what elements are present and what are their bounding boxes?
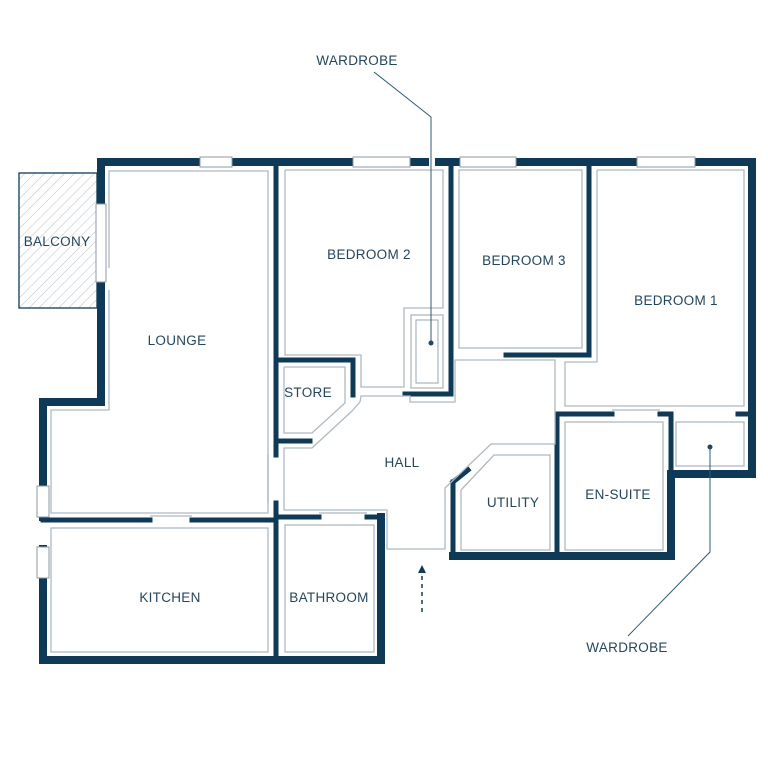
store-label: STORE — [284, 385, 332, 400]
lounge-label: LOUNGE — [148, 333, 207, 348]
ensuite-label: EN-SUITE — [585, 487, 650, 502]
hall-label: HALL — [385, 455, 420, 470]
bedroom3-label: BEDROOM 3 — [482, 253, 566, 268]
room-outlines — [50, 169, 745, 653]
wardrobe-top-label: WARDROBE — [316, 53, 397, 68]
door-jambs — [150, 409, 660, 517]
wardrobe-leader-bottom — [627, 444, 713, 637]
bedroom2-label: BEDROOM 2 — [327, 247, 411, 262]
balcony — [18, 172, 98, 309]
interior-walls — [40, 159, 755, 663]
room-labels: BALCONY LOUNGE BEDROOM 2 BEDROOM 3 BEDRO… — [24, 53, 718, 655]
wardrobe-bottom-label: WARDROBE — [586, 640, 667, 655]
wardrobe-leader-top — [373, 71, 434, 346]
balcony-label: BALCONY — [24, 234, 91, 249]
bedroom1-label: BEDROOM 1 — [634, 293, 718, 308]
entrance-arrow — [418, 565, 426, 616]
outer-walls — [39, 158, 756, 664]
windows — [36, 156, 696, 579]
kitchen-label: KITCHEN — [139, 590, 200, 605]
bathroom-label: BATHROOM — [289, 590, 368, 605]
utility-label: UTILITY — [487, 495, 539, 510]
